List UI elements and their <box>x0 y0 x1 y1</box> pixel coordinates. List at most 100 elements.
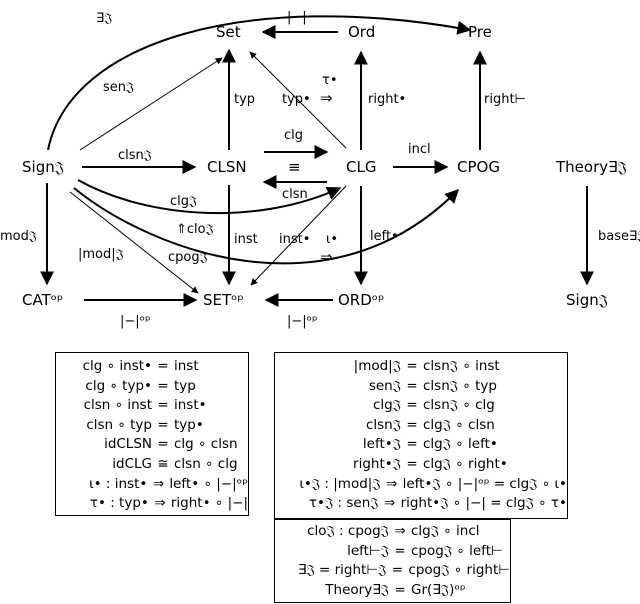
equation-relation: ⇒ <box>383 495 396 512</box>
node-ord: Ord <box>348 23 375 41</box>
label-clo: ⇑clo𝔍 <box>176 222 214 237</box>
equation-rhs: clg ∘ clsn <box>174 436 238 453</box>
equation-lhs: ι• : inst• <box>89 475 148 492</box>
equation-relation: = <box>406 397 418 414</box>
label-typ: typ <box>234 92 255 107</box>
equation-rhs: clg𝔍 ∘ incl <box>411 523 480 539</box>
arrow-exists <box>47 15 472 151</box>
equation-lhs: ∃𝔍 = right⊢𝔍 <box>297 562 387 579</box>
label-cpog: cpog𝔍 <box>168 250 208 265</box>
equation-relation: ⇒ <box>152 475 165 492</box>
equation-rhs: clsn𝔍 ∘ typ <box>423 377 497 394</box>
label-clg: clg <box>284 128 303 143</box>
equation-rhs: Gr(∃𝔍)ᵒᵖ <box>411 581 466 598</box>
equation-row: left⊢𝔍 = cpog𝔍 ∘ left⊢ <box>275 542 510 562</box>
equation-rhs: left•𝔍 ∘ |−|ᵒᵖ = clg𝔍 ∘ ι• <box>402 475 567 492</box>
arrow-typ-dot <box>249 51 347 149</box>
equation-row: τ• : typ•⇒right• ∘ |−| <box>56 494 248 514</box>
label-clg-frak: clg𝔍 <box>170 194 197 209</box>
label-exists: ∃𝔍 <box>96 11 112 26</box>
equation-row: ∃𝔍 = right⊢𝔍=cpog𝔍 ∘ right⊢ <box>275 561 510 581</box>
node-set-op: SETᵒᵖ <box>203 291 244 309</box>
equation-row: Theory∃𝔍=Gr(∃𝔍)ᵒᵖ <box>275 581 510 601</box>
equation-relation: = <box>391 562 404 579</box>
label-left-dot: left• <box>370 229 399 244</box>
equation-relation: = <box>406 455 418 472</box>
equation-rhs: clsn ∘ clg <box>174 455 238 472</box>
equation-row: right•𝔍 = clg𝔍 ∘ right• <box>275 455 567 475</box>
node-cpog: CPOG <box>457 158 500 176</box>
equation-relation: = <box>157 397 169 414</box>
label-incl: incl <box>408 142 431 157</box>
node-set: Set <box>216 23 241 41</box>
equation-lhs: clsn ∘ inst <box>83 397 152 414</box>
node-cat-op: CATᵒᵖ <box>22 291 63 309</box>
label-inst-dot: inst• <box>279 232 310 247</box>
equation-row: ι• : inst•⇒left• ∘ |−|ᵒᵖ <box>56 475 248 495</box>
node-clsn: CLSN <box>207 158 247 176</box>
equation-lhs: clsn ∘ typ <box>86 416 152 433</box>
equation-relation: = <box>157 436 169 453</box>
commutative-diagram: Sign𝔍 CLSN CLG CPOG Set Ord Pre CATᵒᵖ SE… <box>0 10 640 329</box>
label-right-vdash: right⊢ <box>484 92 526 107</box>
equation-row: clg𝔍 = clsn𝔍 ∘ clg <box>275 396 567 416</box>
equation-rhs: clsn𝔍 ∘ inst <box>423 358 500 374</box>
equation-lhs: |mod|𝔍 <box>353 358 401 374</box>
label-sen: sen𝔍 <box>103 80 134 95</box>
node-theory: Theory∃𝔍 <box>555 158 627 176</box>
equation-relation: ⇒ <box>154 495 166 512</box>
equation-rhs: clg𝔍 ∘ right• <box>423 455 508 472</box>
equation-relation: = <box>157 358 169 374</box>
equation-row: clsn ∘ typ = typ• <box>56 416 248 436</box>
label-clsn-frak: clsn𝔍 <box>118 148 152 163</box>
equation-rhs: cpog𝔍 ∘ left⊢ <box>411 542 503 559</box>
node-sign: Sign𝔍 <box>22 158 64 176</box>
equation-row: clg ∘ inst•=inst <box>56 357 248 377</box>
equation-relation: = <box>406 358 418 374</box>
node-sign-right: Sign𝔍 <box>566 291 608 309</box>
equation-relation: ≅ <box>157 455 169 472</box>
equation-rhs: typ• <box>174 416 204 433</box>
equation-relation: ⇒ <box>385 475 398 492</box>
equation-lhs: clsn𝔍 <box>365 416 401 433</box>
equation-row: left•𝔍=clg𝔍 ∘ left• <box>275 435 567 455</box>
label-abs-op-left: |−|ᵒᵖ <box>120 314 151 329</box>
label-absmod: |mod|𝔍 <box>78 247 124 262</box>
arrow-inst-dot <box>250 185 347 286</box>
label-clsn: clsn <box>282 187 308 202</box>
equation-rhs: inst• <box>174 397 207 414</box>
label-iota: ι• <box>326 232 338 247</box>
equation-lhs: clg ∘ typ• <box>85 377 152 394</box>
equation-lhs: left⊢𝔍 <box>347 542 389 559</box>
equation-row: τ•𝔍 : sen𝔍⇒right•𝔍 ∘ |−| = clg𝔍 ∘ τ• <box>275 494 567 514</box>
label-rtimplies-1: ⇒ <box>320 89 333 107</box>
equation-lhs: clg𝔍 <box>372 397 401 414</box>
equation-lhs: ι•𝔍 : |mod|𝔍 <box>299 475 381 492</box>
equation-rhs: inst <box>174 358 199 374</box>
equation-lhs: right•𝔍 <box>353 455 401 472</box>
arrow-cpog <box>73 187 459 265</box>
label-base: base∃𝔍 <box>598 229 640 244</box>
equation-row: clo𝔍 : cpog𝔍⇒clg𝔍 ∘ incl <box>275 522 510 542</box>
arrow-absmod <box>69 191 199 294</box>
equation-row: ι•𝔍 : |mod|𝔍⇒left•𝔍 ∘ |−|ᵒᵖ = clg𝔍 ∘ ι• <box>275 475 567 495</box>
arrow-clg-frak <box>77 179 342 215</box>
node-pre: Pre <box>468 23 492 41</box>
equation-rhs: clg𝔍 ∘ left• <box>423 436 498 453</box>
equation-row: sen𝔍=clsn𝔍 ∘ typ <box>275 377 567 397</box>
equation-relation: = <box>157 416 169 433</box>
label-inst: inst <box>234 232 258 247</box>
equation-relation: = <box>394 542 406 559</box>
equation-lhs: left•𝔍 <box>362 436 401 453</box>
equation-lhs: clo𝔍 : cpog𝔍 <box>307 523 389 539</box>
node-clg: CLG <box>346 158 376 176</box>
label-abs: |−| <box>287 10 307 25</box>
label-abs-op-right: |−|ᵒᵖ <box>287 314 318 329</box>
equation-relation: = <box>406 416 418 433</box>
equation-row: clsn𝔍=clg𝔍 ∘ clsn <box>275 416 567 436</box>
label-mod: mod𝔍 <box>0 229 37 244</box>
equation-row: clsn ∘ inst = inst• <box>56 396 248 416</box>
equation-rhs: clsn𝔍 ∘ clg <box>423 397 495 414</box>
label-typ-dot: typ• <box>282 92 311 107</box>
